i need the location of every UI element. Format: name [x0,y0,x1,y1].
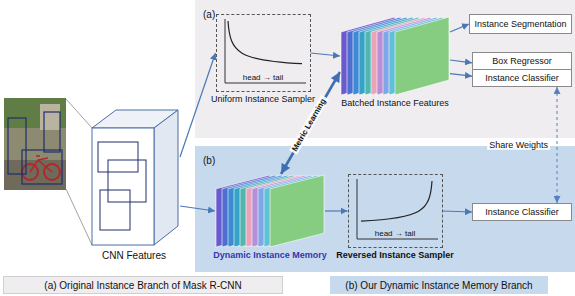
branch-panel: Dynamic Instance Memory head → tailRevers… [195,146,575,272]
object-box [22,150,62,184]
branch-panel: head → tailUniform Instance SamplerBatch… [195,0,575,138]
box-label: Box Regressor [492,56,552,66]
connector-arrow [557,87,558,203]
memory-stack: Dynamic Instance Memory [210,174,330,260]
panel-tag: (b) [203,155,215,166]
box-label: Instance Classifier [485,73,559,83]
axis-label: head → tail [243,73,283,82]
head-box: Instance Segmentation [469,14,572,34]
object-box [8,118,26,174]
feature-slice [270,175,324,247]
panel-tag: (a) [203,9,215,20]
sampler-frame: head → tail [348,174,443,248]
projection-line [66,99,92,245]
edge-label: Share Weights [487,140,550,150]
roi-box [108,160,146,202]
block-label: CNN Features [102,250,166,261]
roi-box [100,190,130,230]
connector-arrow [180,206,215,211]
bike-frame [30,156,52,172]
shape-drawing [340,16,450,96]
input-photo [4,98,66,190]
box-label: Instance Classifier [485,207,559,217]
photo-building [40,104,60,130]
roi-box [98,142,138,172]
sampler-box: head → tailReversed Instance Sampler [334,174,456,260]
box-label: (a) Original Instance Branch of Mask R-C… [44,280,241,291]
legend-box: (a) Original Instance Branch of Mask R-C… [3,276,283,294]
edge-label: Metric Learning [289,95,329,155]
block-side [154,110,178,245]
box-label: Instance Segmentation [474,19,566,29]
plot-axis [225,19,306,83]
connector-arrow [180,53,216,157]
head-box: Instance Classifier [472,203,572,221]
plot-axis [357,179,438,239]
block-shape [88,108,180,248]
feature-slice [395,17,449,95]
connector-arrow [311,53,341,56]
connector-arrow [443,211,473,212]
feature-stack: Batched Instance Features [335,16,455,108]
sampler-label: Reversed Instance Sampler [336,250,454,260]
block-front [92,128,154,245]
connector-arrow [450,24,469,32]
sampler-label: Uniform Instance Sampler [211,94,315,104]
stack-label: Dynamic Instance Memory [213,250,327,260]
sampler-frame: head → tail [216,14,311,92]
axis-label: head → tail [375,229,415,238]
stack-shape [340,16,450,96]
connector-arrow [450,74,472,77]
photo-ground [4,98,66,190]
shape-drawing [215,174,325,248]
head-box: Box Regressor [472,52,572,70]
panel-background [195,146,575,272]
panel-background [195,0,575,138]
stack-label: Batched Instance Features [341,98,449,108]
sampler-box: head → tailUniform Instance Sampler [203,14,323,104]
connector-arrow [281,72,340,174]
connector-arrow [325,210,348,211]
encoder-block: CNN Features [88,108,180,261]
distribution-curve [361,181,432,221]
distribution-curve [228,21,302,64]
box-label: (b) Our Dynamic Instance Memory Branch [345,280,532,291]
head-box: Instance Classifier [472,69,572,87]
shape-drawing [88,108,180,248]
connector-arrow [450,60,472,63]
legend-box: (b) Our Dynamic Instance Memory Branch [330,276,548,294]
object-box [44,112,60,152]
stack-shape [215,174,325,248]
